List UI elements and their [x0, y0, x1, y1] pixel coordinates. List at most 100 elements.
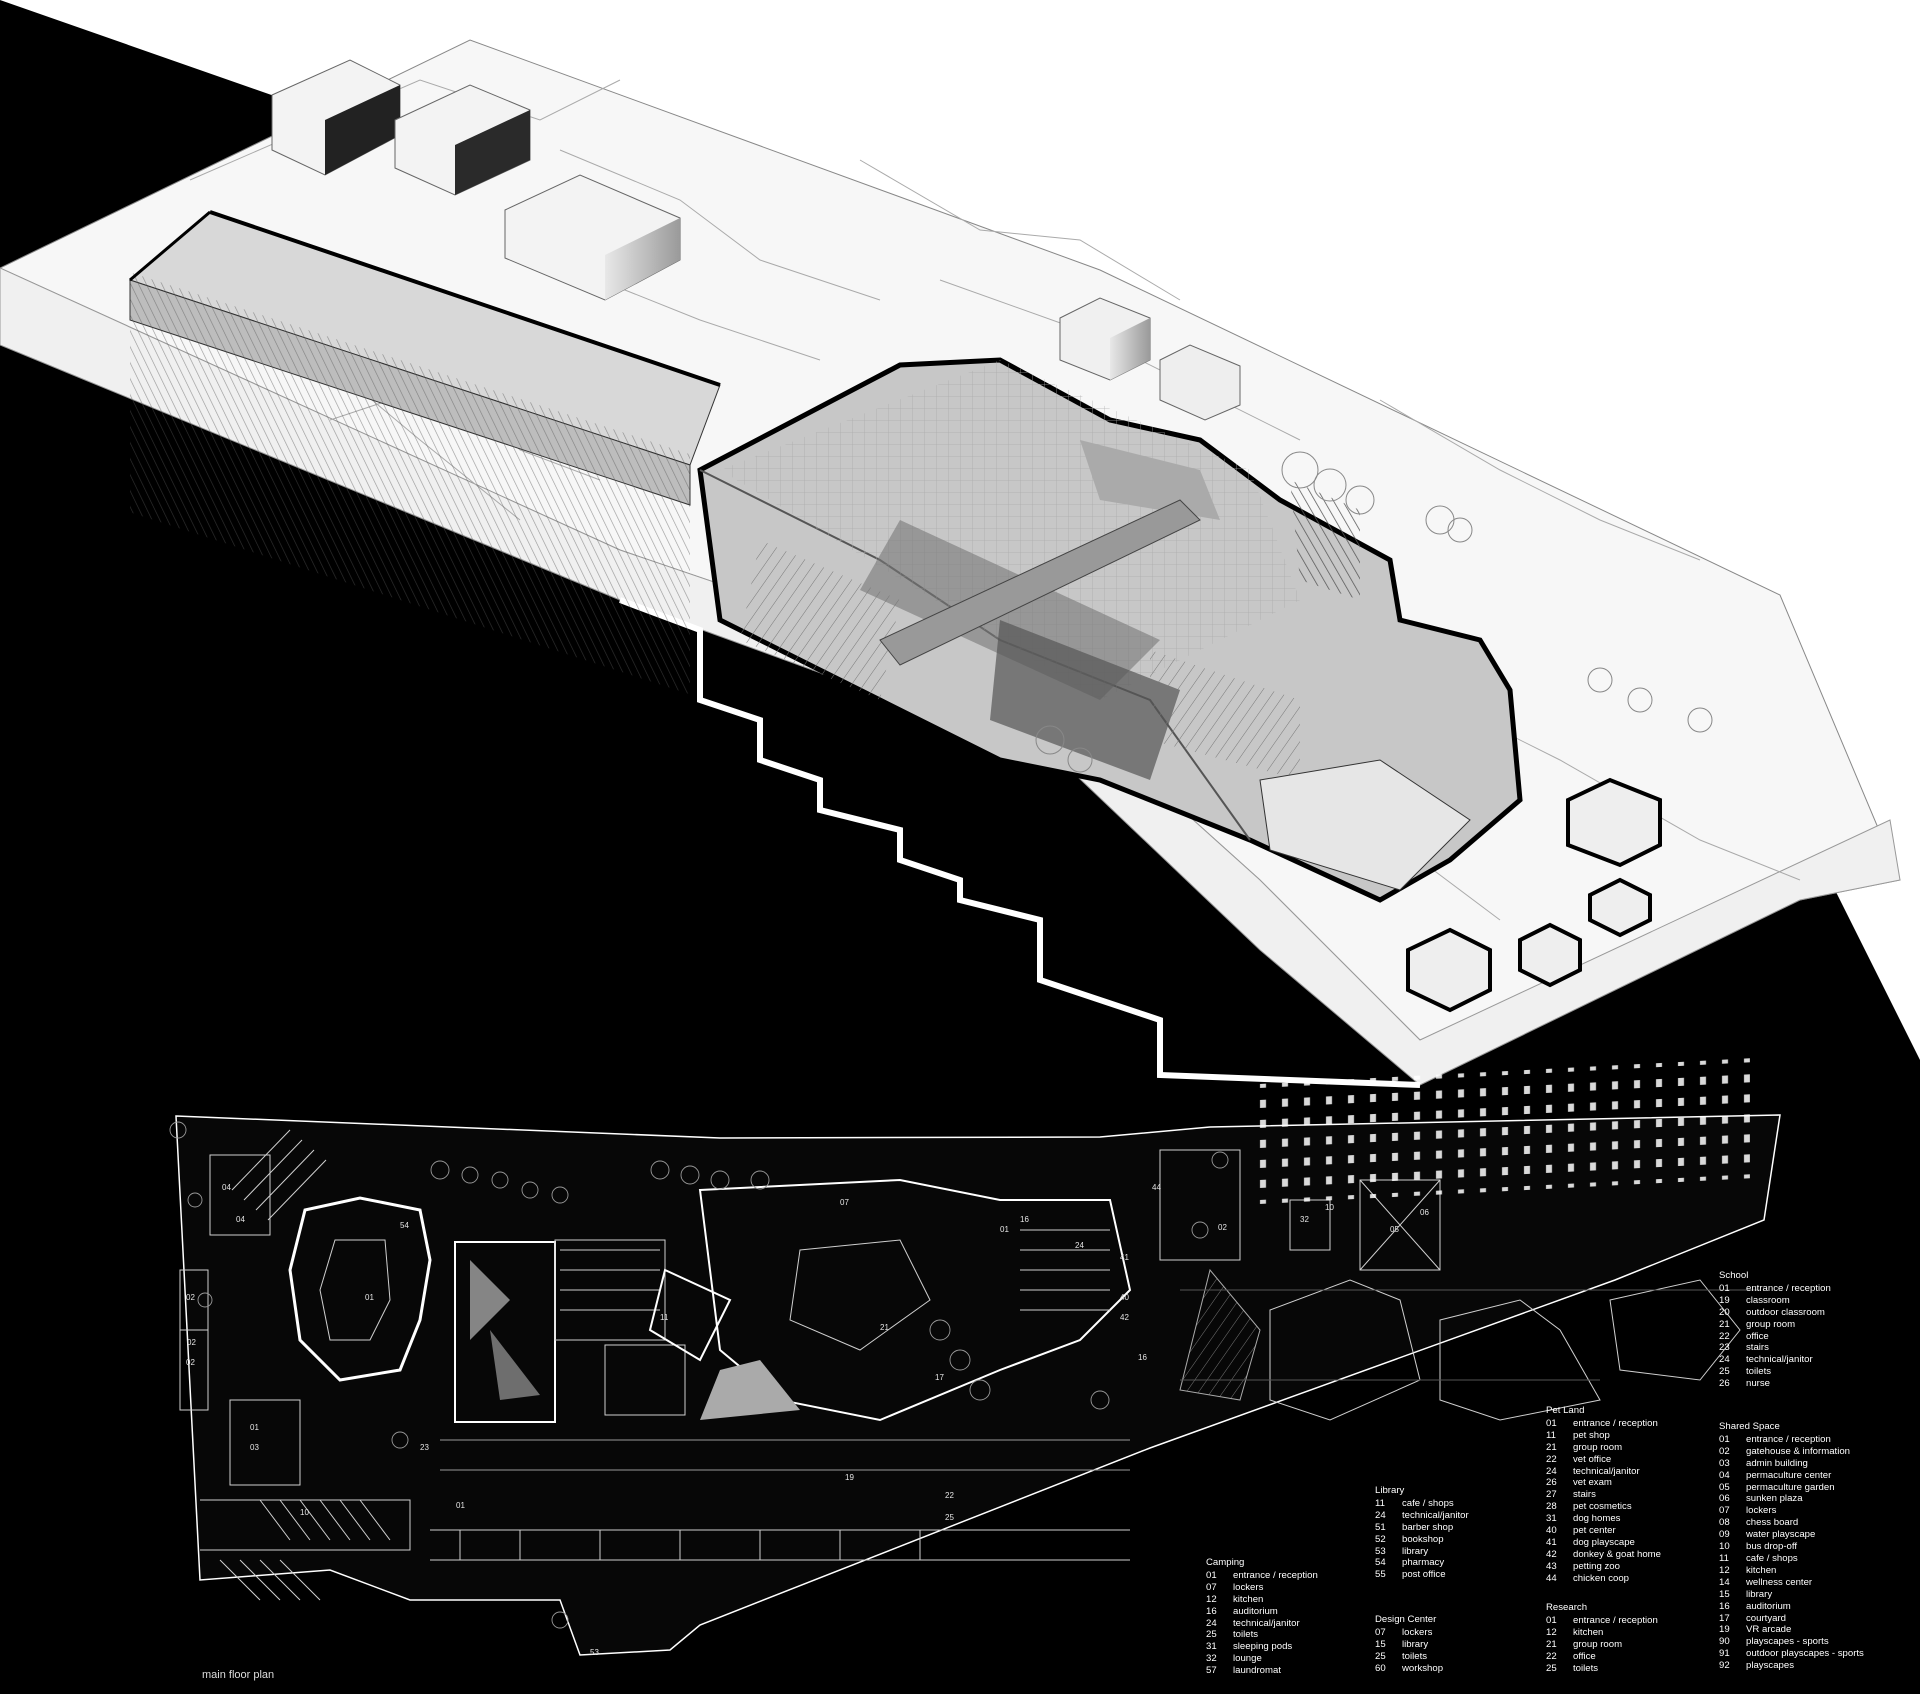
legend-code: 60 — [1375, 1662, 1386, 1674]
legend-item: 24 technical/janitor — [1546, 1466, 1661, 1478]
legend-label: dog playscape — [1573, 1536, 1635, 1548]
legend-code: 91 — [1719, 1648, 1730, 1660]
legend-title: Shared Space — [1719, 1421, 1780, 1432]
legend-code: 01 — [1719, 1433, 1730, 1445]
legend-label: chess board — [1746, 1517, 1799, 1529]
legend-label: toilets — [1573, 1662, 1599, 1674]
legend-label: auditorium — [1233, 1605, 1278, 1617]
legend-label: cafe / shops — [1746, 1552, 1798, 1564]
legend-code: 24 — [1546, 1465, 1557, 1477]
truss-structure — [128, 210, 721, 695]
legend-code: 01 — [1546, 1417, 1557, 1429]
legend-code: 16 — [1206, 1605, 1217, 1617]
legend-code: 22 — [1546, 1453, 1557, 1465]
legend-label: pet center — [1573, 1525, 1616, 1537]
legend-label: outdoor playscapes - sports — [1746, 1648, 1864, 1660]
legend-label: lockers — [1402, 1626, 1433, 1638]
legend-label: pet cosmetics — [1573, 1501, 1632, 1513]
pavilions — [1406, 777, 1662, 1013]
legend-code: 21 — [1719, 1318, 1730, 1330]
legend-item: 16 auditorium — [1206, 1606, 1318, 1618]
legend-label: auditorium — [1746, 1600, 1791, 1612]
grid-plaza — [1250, 1058, 1750, 1205]
legend-code: 12 — [1719, 1564, 1730, 1576]
legend-label: entrance / reception — [1573, 1614, 1658, 1626]
room-label: 04 — [236, 1215, 245, 1224]
legend-label: lockers — [1746, 1505, 1777, 1517]
legend-title: Research — [1546, 1602, 1588, 1613]
legend-label: lounge — [1233, 1653, 1262, 1665]
legend-label: classroom — [1746, 1294, 1790, 1306]
legend-label: nurse — [1746, 1378, 1770, 1390]
legend-code: 15 — [1375, 1638, 1386, 1650]
legend-title: School — [1719, 1270, 1749, 1281]
legend-code: 20 — [1719, 1306, 1730, 1318]
room-labels: 04 04 02 02 02 01 03 10 01 54 23 01 22 2… — [186, 1183, 1429, 1657]
legend-code: 52 — [1375, 1533, 1386, 1545]
legend-label: technical/janitor — [1573, 1465, 1640, 1477]
legend-label: technical/janitor — [1402, 1509, 1469, 1521]
legend-code: 27 — [1546, 1489, 1557, 1501]
legend-label: kitchen — [1573, 1626, 1604, 1638]
legend-label: pet shop — [1573, 1429, 1610, 1441]
legend-title: Pet Land — [1546, 1405, 1585, 1416]
legend-code: 92 — [1719, 1660, 1730, 1672]
room-label: 02 — [186, 1293, 195, 1302]
legend-label: entrance / reception — [1746, 1282, 1831, 1294]
legend-label: admin building — [1746, 1457, 1808, 1469]
legend-code: 25 — [1719, 1366, 1730, 1378]
room-label: 53 — [590, 1648, 599, 1657]
room-label: 11 — [660, 1313, 669, 1322]
legend-code: 10 — [1719, 1541, 1730, 1553]
legend-code: 19 — [1719, 1294, 1730, 1306]
plan-linework — [179, 1129, 1760, 1601]
legend-code: 25 — [1206, 1629, 1217, 1641]
legend-label: entrance / reception — [1746, 1433, 1831, 1445]
room-label: 03 — [250, 1443, 259, 1452]
legend-code: 24 — [1719, 1354, 1730, 1366]
legend-label: bus drop-off — [1746, 1541, 1798, 1553]
legend-code: 23 — [1719, 1342, 1730, 1354]
room-label: 44 — [1152, 1183, 1161, 1192]
legend-code: 44 — [1546, 1572, 1557, 1584]
legend-label: vet exam — [1573, 1477, 1612, 1489]
main-complex — [697, 357, 1523, 903]
legend-code: 05 — [1719, 1481, 1730, 1493]
legend-label: playscapes — [1746, 1660, 1794, 1672]
legend-label: office — [1746, 1330, 1769, 1342]
legend-label: donkey & goat home — [1573, 1548, 1662, 1560]
room-label: 02 — [186, 1358, 195, 1367]
legend-code: 08 — [1719, 1517, 1730, 1529]
legend-code: 42 — [1546, 1548, 1557, 1560]
room-label: 41 — [1120, 1253, 1129, 1262]
legend-code: 15 — [1719, 1588, 1730, 1600]
legend-title: Design Center — [1375, 1614, 1437, 1625]
room-label: 16 — [1020, 1215, 1029, 1224]
legend-item: 08 chess board — [1719, 1517, 1864, 1529]
